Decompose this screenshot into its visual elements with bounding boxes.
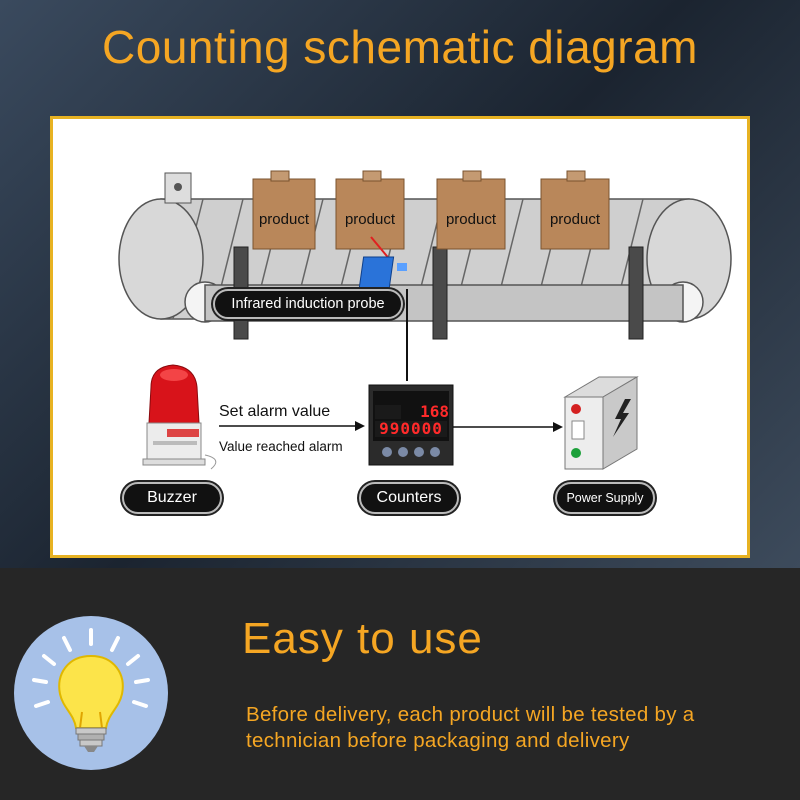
counters-label: Counters bbox=[359, 482, 459, 514]
counter-display-top: 168 bbox=[420, 402, 449, 421]
conveyor-belt bbox=[118, 172, 732, 340]
diagram-frame: product product product product 168 9900… bbox=[50, 116, 750, 558]
feature-description: Before delivery, each product will be te… bbox=[246, 703, 695, 752]
buzzer-label: Buzzer bbox=[122, 482, 222, 514]
power-supply-label: Power Supply bbox=[555, 482, 655, 514]
product-box-2 bbox=[335, 170, 405, 250]
product-box-1 bbox=[252, 170, 316, 250]
lightbulb-icon bbox=[14, 616, 168, 770]
set-alarm-label: Set alarm value bbox=[219, 403, 331, 420]
product-box-4 bbox=[540, 170, 610, 250]
page-title: Counting schematic diagram bbox=[102, 21, 698, 73]
product-label-1: product bbox=[258, 211, 310, 228]
product-label-4: product bbox=[549, 211, 601, 228]
counter-device-icon bbox=[368, 384, 454, 466]
buzzer-icon bbox=[142, 364, 217, 470]
value-reached-label: Value reached alarm bbox=[219, 439, 343, 454]
counter-display-bottom: 990000 bbox=[379, 419, 443, 438]
product-label-3: product bbox=[445, 211, 497, 228]
top-section: Counting schematic diagram bbox=[0, 0, 800, 568]
feature-heading: Easy to use bbox=[242, 614, 483, 663]
product-label-2: product bbox=[344, 211, 396, 228]
probe-label: Infrared induction probe bbox=[213, 289, 403, 319]
feature-section: Easy to use Before delivery, each produc… bbox=[0, 568, 800, 800]
product-box-3 bbox=[436, 170, 506, 250]
power-supply-icon bbox=[563, 376, 639, 470]
